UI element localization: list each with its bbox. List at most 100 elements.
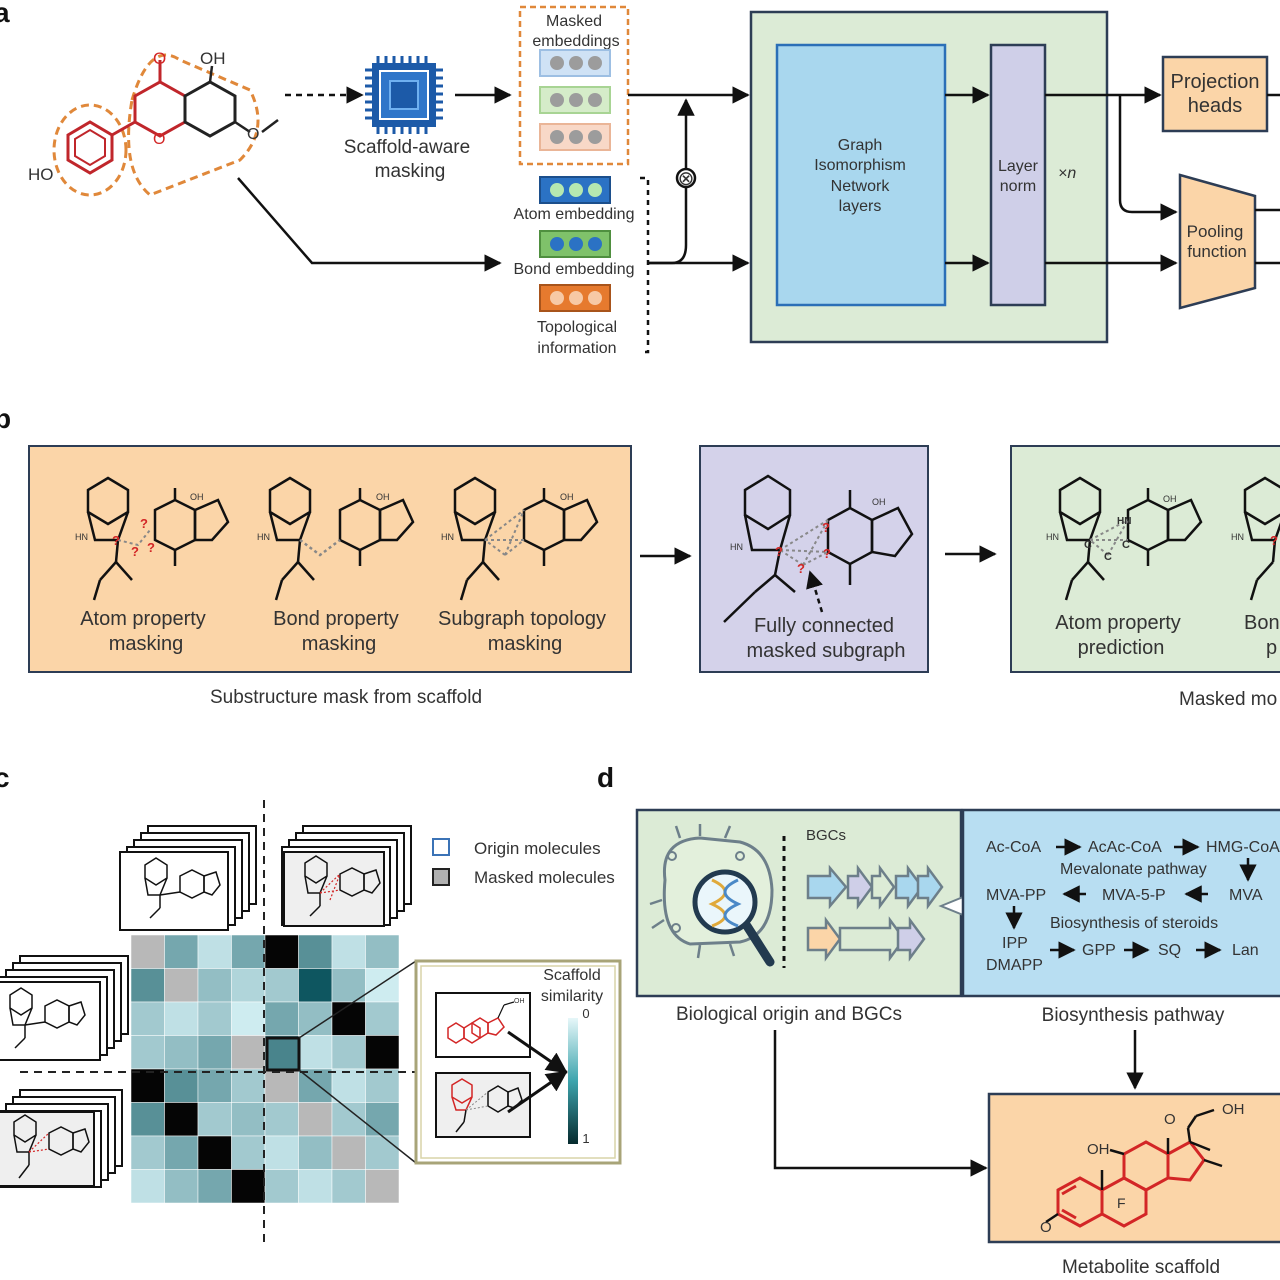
heatmap-cell <box>130 1068 165 1103</box>
panel-c-letter: c <box>0 762 10 793</box>
heatmap-cell <box>130 934 165 969</box>
prediction-box <box>1010 445 1280 673</box>
heatmap-cell <box>365 1001 400 1036</box>
oh-b1: OH <box>190 492 204 502</box>
mol-a-o-top: O <box>153 49 166 68</box>
oh-b3: OH <box>560 492 574 502</box>
heatmap-cell <box>164 1035 199 1070</box>
heatmap-cell <box>365 1135 400 1170</box>
flavone-molecule: O OH HO O O <box>28 49 279 197</box>
gin-line1: Graph <box>838 137 882 154</box>
mol-a-ho: HO <box>28 165 54 184</box>
acCoA: Ac-CoA <box>986 839 1041 856</box>
dmapp: DMAPP <box>986 957 1043 974</box>
heatmap-cell <box>164 968 199 1003</box>
projection-line2: heads <box>1188 95 1243 117</box>
topological-line1: Topological <box>537 319 617 336</box>
hn-pred: HN <box>1117 516 1131 527</box>
heatmap-cell <box>231 1135 266 1170</box>
atom-mask-line1: Atom property <box>80 608 206 630</box>
heatmap-cell <box>298 1102 333 1137</box>
layernorm-box <box>989 43 1047 307</box>
topo-bracket <box>640 176 650 354</box>
mva: MVA <box>1229 887 1263 904</box>
steroid-oh-top: OH <box>1222 1101 1245 1118</box>
similarity-scale-bar <box>568 1018 578 1144</box>
projection-line1: Projection <box>1171 71 1260 93</box>
heatmap-cell <box>130 1169 165 1204</box>
scaffold-similarity-line1: Scaffold <box>543 967 601 984</box>
q-b1: ? <box>140 516 148 531</box>
heatmap-cell <box>365 1068 400 1103</box>
q-fc1: ? <box>822 520 830 535</box>
metabolite-box <box>987 1092 1280 1244</box>
q-b4: ? <box>112 533 120 548</box>
c-pred2: C <box>1104 551 1112 563</box>
projection-heads-box <box>1161 55 1269 133</box>
masked-embedding-orange <box>539 123 611 151</box>
q-pred: ? <box>1270 533 1278 548</box>
substructure-mask-box <box>28 445 632 673</box>
heatmap-cell <box>164 1169 199 1204</box>
heatmap-cell <box>264 1035 299 1070</box>
bond-pred-partial-line1: Bon <box>1244 612 1280 634</box>
masked-embedding-blue <box>539 49 611 77</box>
heatmap-cell <box>197 1102 232 1137</box>
card-stack-top-right <box>281 825 412 927</box>
heatmap-cell <box>365 1035 400 1070</box>
c-pred3: C <box>1122 539 1130 551</box>
heatmap-cell <box>331 1169 366 1204</box>
atom-embedding-bar <box>539 176 611 204</box>
heatmap-cell <box>164 1001 199 1036</box>
heatmap-cell <box>231 1001 266 1036</box>
heatmap-cell <box>197 1068 232 1103</box>
heatmap-cell <box>197 1135 232 1170</box>
selected-cell <box>265 1036 301 1072</box>
fc-pointer-arrow <box>806 570 824 613</box>
heatmap-cell <box>264 1102 299 1137</box>
heatmap-cell <box>164 1102 199 1137</box>
heatmap-cell <box>365 1102 400 1137</box>
times-n: ×n <box>1058 165 1076 182</box>
lan: Lan <box>1232 942 1259 959</box>
heatmap-cell <box>231 934 266 969</box>
heatmap-cell <box>130 1135 165 1170</box>
atom-mask-line2: masking <box>109 633 183 655</box>
heatmap-cell <box>264 1135 299 1170</box>
gin-line4: layers <box>839 198 882 215</box>
heatmap-cell <box>231 1035 266 1070</box>
mevalonate-label: Mevalonate pathway <box>1060 861 1207 878</box>
atom-pred-line2: prediction <box>1078 637 1165 659</box>
bond-embedding-bar <box>539 230 611 258</box>
gene-cluster-row1 <box>806 864 944 910</box>
bacteria-magnifier-icon <box>649 824 775 967</box>
mva5p: MVA-5-P <box>1102 887 1166 904</box>
layernorm-line2: norm <box>1000 178 1036 195</box>
mol-b-bond <box>268 476 415 601</box>
heatmap-cell <box>164 1068 199 1103</box>
origin-to-scaffold-arrow <box>773 1030 988 1177</box>
molecule-to-embedding-arrow <box>237 177 502 272</box>
steroid-o-left: O <box>1040 1219 1052 1236</box>
metabolite-caption: Metabolite scaffold <box>1062 1257 1220 1278</box>
c-pred1: C <box>1084 539 1092 551</box>
heatmap-cell <box>130 1035 165 1070</box>
steroid-f: F <box>1117 1195 1126 1211</box>
heatmap-cell <box>264 1068 299 1103</box>
multiply-icon <box>675 167 697 189</box>
heatmap-cell <box>197 934 232 969</box>
gin-box <box>775 43 947 307</box>
topological-line2: information <box>537 340 616 357</box>
heatmap-cell <box>331 1035 366 1070</box>
fully-connected-line1: Fully connected <box>754 615 894 637</box>
gin-line3: Network <box>831 178 891 195</box>
panel-d-letter: d <box>597 762 614 793</box>
steroids-label: Biosynthesis of steroids <box>1050 915 1218 932</box>
hn-b1: HN <box>75 532 88 542</box>
zoom-line-bottom <box>298 1069 417 1164</box>
pooling-line2: function <box>1187 242 1247 261</box>
gene-cluster-row2 <box>806 916 926 962</box>
legend-origin-swatch <box>432 838 450 856</box>
hn-fc: HN <box>730 542 743 552</box>
